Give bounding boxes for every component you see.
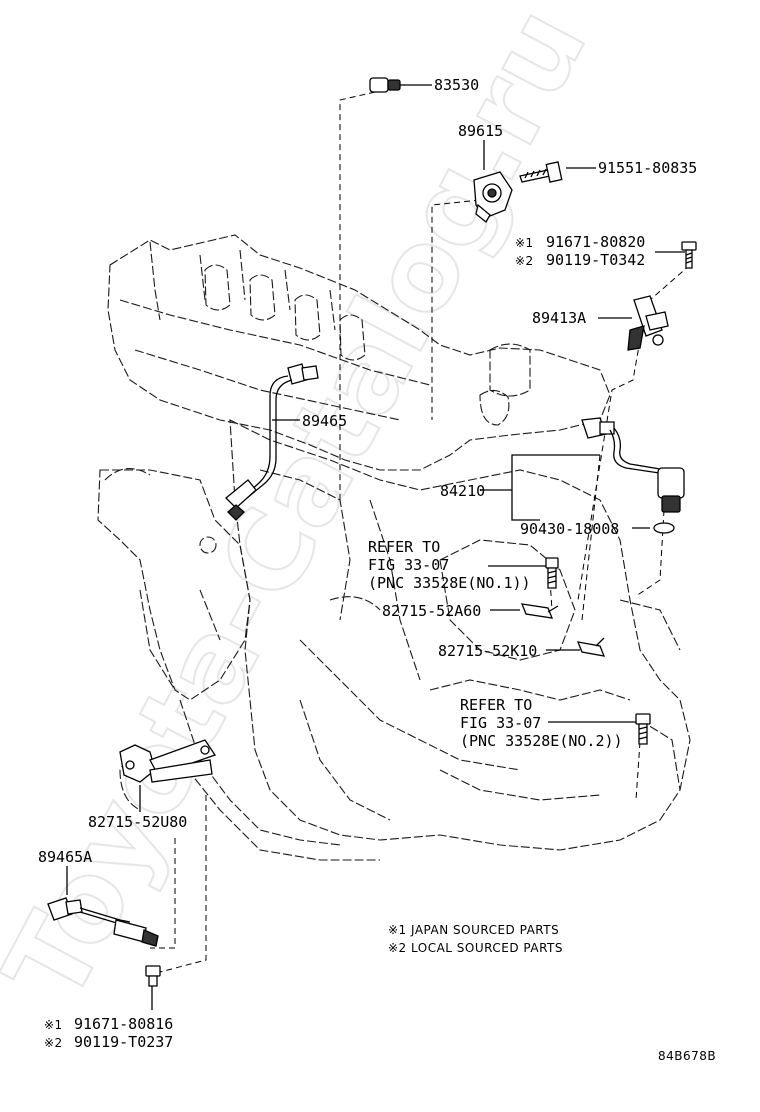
oxygen-sensor-icon[interactable] xyxy=(47,897,159,947)
part-number-89413A[interactable]: 89413A xyxy=(532,309,586,327)
figure-code: 84B678B xyxy=(658,1049,716,1063)
part-number-91671-80820[interactable]: 91671-80820 xyxy=(546,233,645,251)
oil-pressure-switch-icon[interactable] xyxy=(369,77,405,93)
part-labels: 83530 89615 91551-80835 ※1 91671-80820 ※… xyxy=(38,76,697,1051)
part-number-90119-T0342[interactable]: 90119-T0342 xyxy=(546,251,645,269)
refer-note-1-line1: REFER TO xyxy=(368,538,440,556)
bolt-icon[interactable] xyxy=(145,965,161,987)
part-number-90430-18008[interactable]: 90430-18008 xyxy=(520,520,619,538)
refer-note-1-line3: (PNC 33528E(NO.1)) xyxy=(368,574,531,592)
bolt-icon[interactable] xyxy=(545,557,559,589)
part-number-89465A[interactable]: 89465A xyxy=(38,848,92,866)
mark-local-sourced: ※2 xyxy=(515,254,534,268)
note-local-sourced: ※2 LOCAL SOURCED PARTS xyxy=(388,941,563,955)
part-number-84210[interactable]: 84210 xyxy=(440,482,485,500)
harness-bracket-icon[interactable] xyxy=(119,739,217,783)
part-number-89465[interactable]: 89465 xyxy=(302,412,347,430)
refer-note-1-line2[interactable]: FIG 33-07 xyxy=(368,556,449,574)
harness-clamp-icon[interactable] xyxy=(520,603,559,619)
part-number-83530[interactable]: 83530 xyxy=(434,76,479,94)
harness-clamp-icon[interactable] xyxy=(576,637,606,657)
camshaft-position-sensor-icon[interactable] xyxy=(627,295,669,351)
note-japan-sourced: ※1 JAPAN SOURCED PARTS xyxy=(388,923,559,937)
bolt-icon[interactable] xyxy=(681,241,697,269)
part-number-82715-52K10[interactable]: 82715-52K10 xyxy=(438,642,537,660)
mark-japan-sourced: ※1 xyxy=(515,236,534,250)
part-number-82715-52U80[interactable]: 82715-52U80 xyxy=(88,813,187,831)
refer-note-2-line2[interactable]: FIG 33-07 xyxy=(460,714,541,732)
part-number-91671-80816[interactable]: 91671-80816 xyxy=(74,1015,173,1033)
part-number-82715-52A60[interactable]: 82715-52A60 xyxy=(382,602,481,620)
bolt-icon[interactable] xyxy=(635,713,651,745)
vehicle-speed-sensor-icon[interactable] xyxy=(581,417,685,534)
mark-japan-sourced: ※1 xyxy=(44,1018,63,1032)
watermark: Toyota-Catalog.ru xyxy=(0,0,612,1023)
refer-note-2-line1: REFER TO xyxy=(460,696,532,714)
mark-local-sourced: ※2 xyxy=(44,1036,63,1050)
part-number-91551-80835[interactable]: 91551-80835 xyxy=(598,159,697,177)
part-number-89615[interactable]: 89615 xyxy=(458,122,503,140)
legend-notes: ※1 JAPAN SOURCED PARTS ※2 LOCAL SOURCED … xyxy=(388,923,563,955)
bolt-icon[interactable] xyxy=(519,161,563,183)
knock-sensor-icon[interactable] xyxy=(473,171,513,223)
part-number-90119-T0237[interactable]: 90119-T0237 xyxy=(74,1033,173,1051)
oxygen-sensor-icon[interactable] xyxy=(225,363,319,521)
refer-note-2-line3: (PNC 33528E(NO.2)) xyxy=(460,732,623,750)
